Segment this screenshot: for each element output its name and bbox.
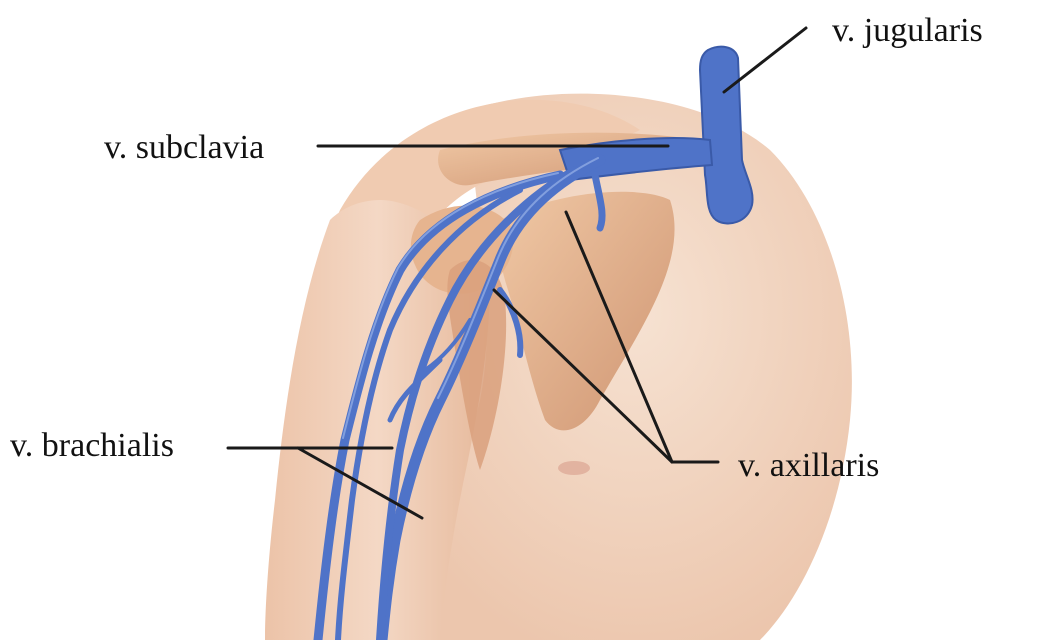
label-v-axillaris: v. axillaris — [738, 449, 879, 483]
label-v-brachialis: v. brachialis — [10, 429, 174, 463]
chest-mark — [558, 461, 590, 475]
label-v-jugularis: v. jugularis — [832, 14, 983, 48]
label-v-subclavia: v. subclavia — [104, 131, 264, 165]
